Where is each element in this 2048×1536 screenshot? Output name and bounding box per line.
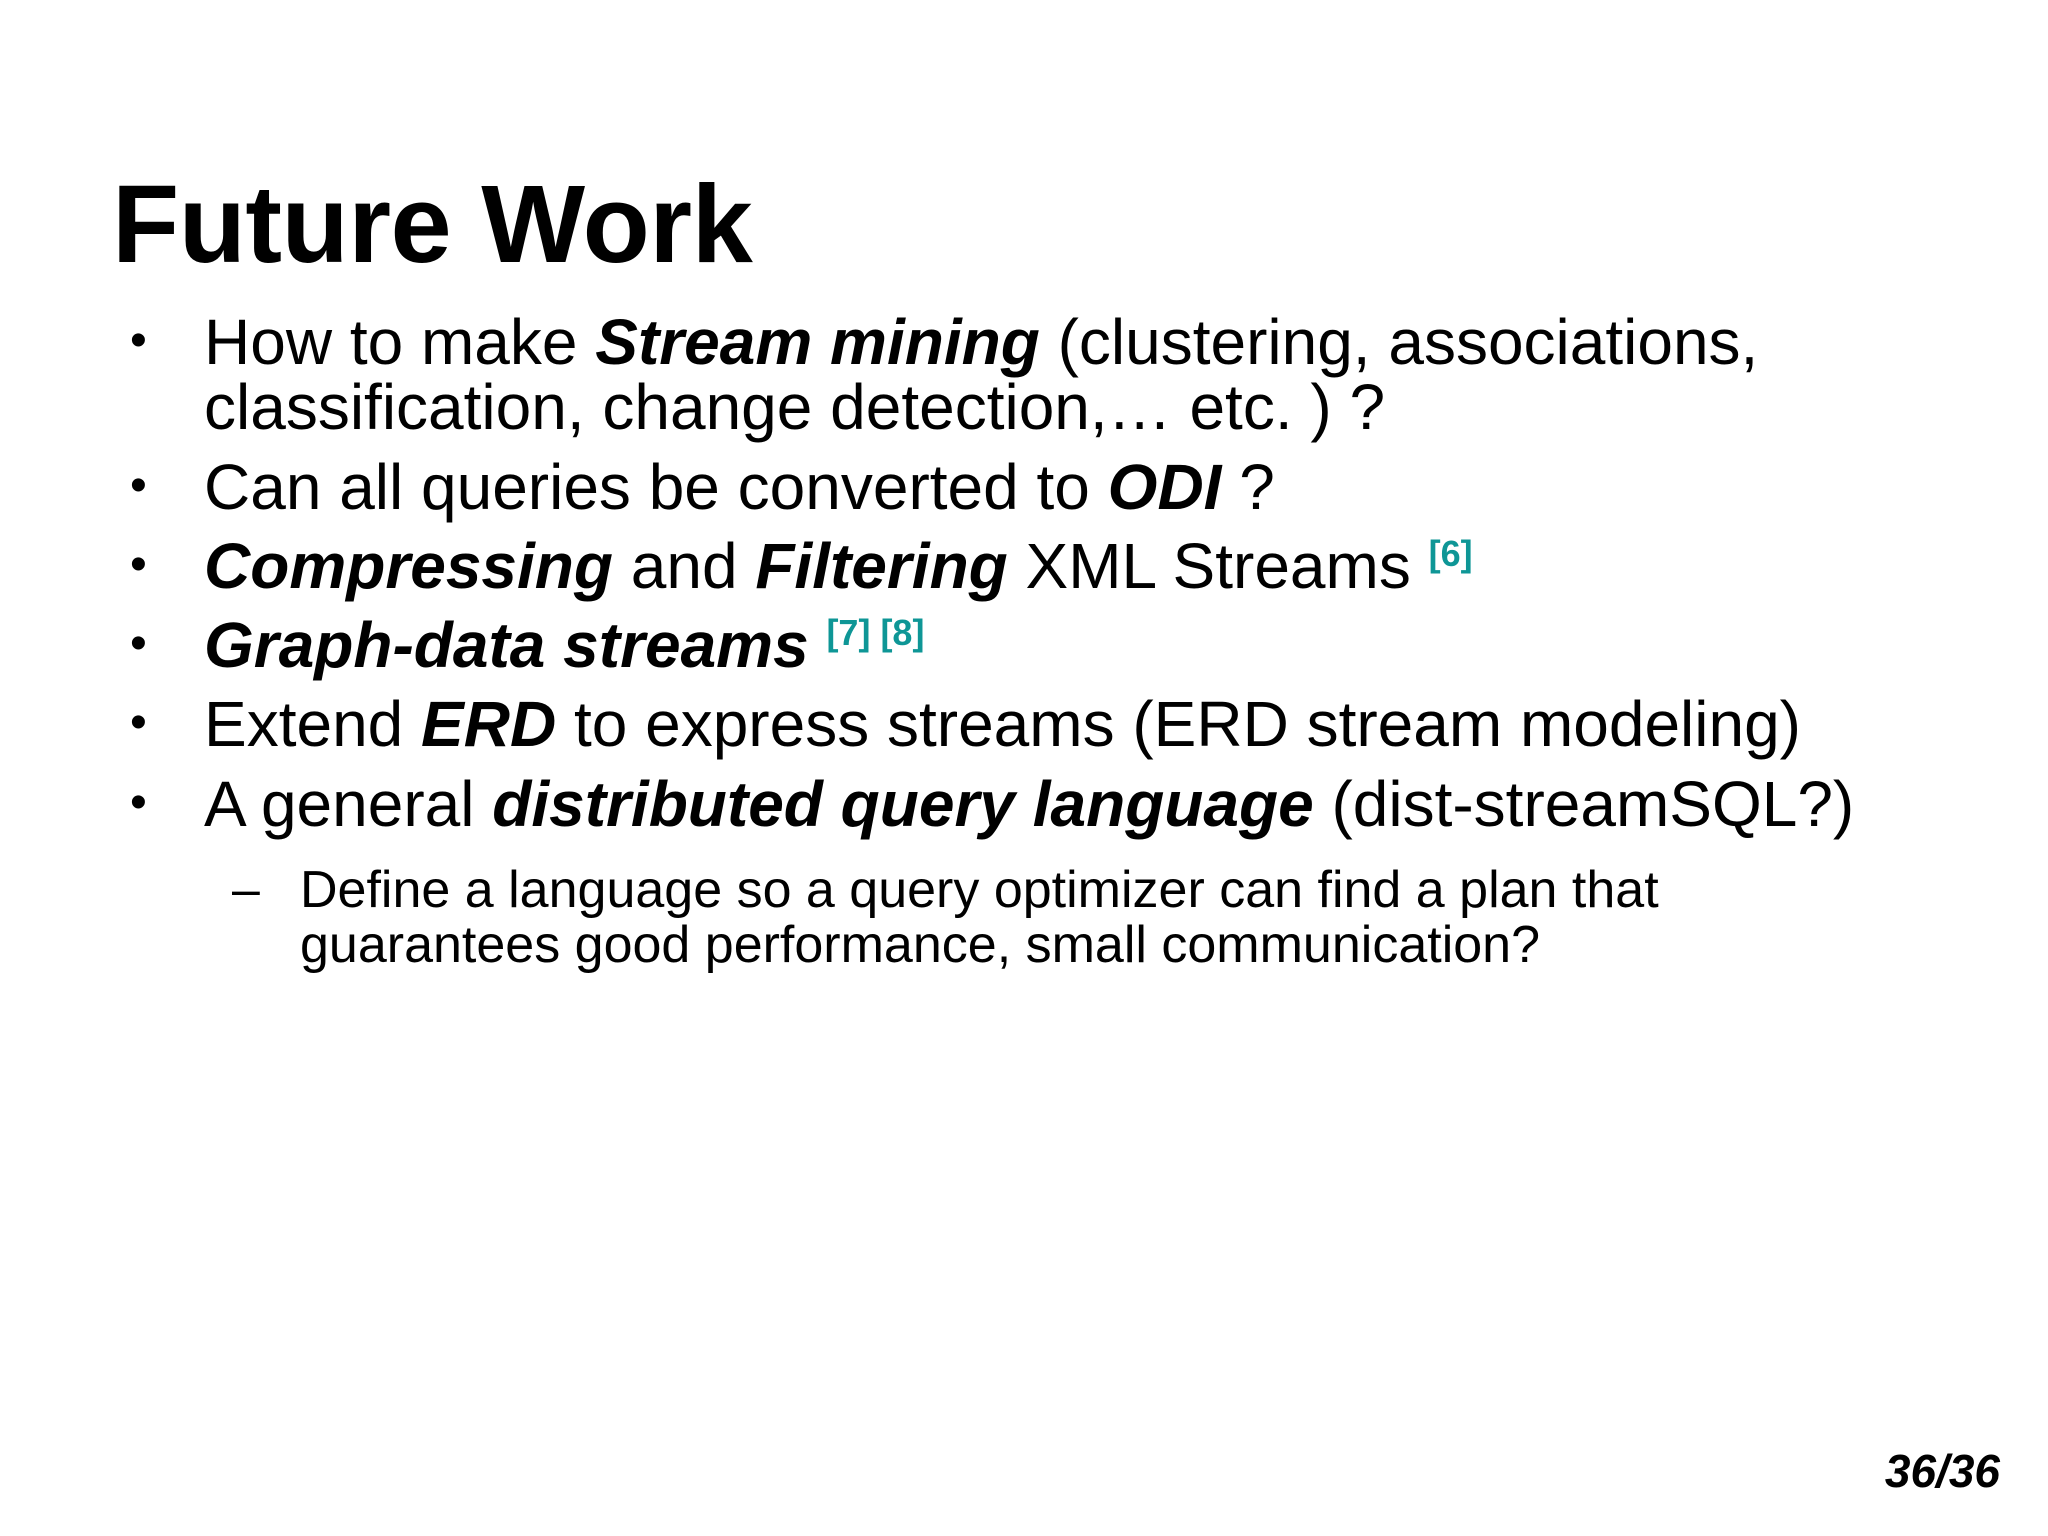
list-item: • A general distributed query language (… — [120, 771, 2000, 837]
emphasis-odi: ODI — [1107, 450, 1222, 523]
text-segment: (clustering, associations, classificatio… — [204, 306, 1759, 444]
text-segment: XML Streams — [1007, 529, 1429, 602]
text-segment — [809, 609, 827, 681]
page-number: 36/36 — [1884, 1445, 2000, 1497]
list-item: • Extend ERD to express streams (ERD str… — [120, 692, 2000, 757]
text-segment: (dist-streamSQL?) — [1313, 767, 1855, 840]
text-segment: ? — [1221, 450, 1275, 523]
list-item-text: Graph-data streams [7] [8] — [204, 612, 2000, 678]
bullet-dot-icon: • — [130, 537, 147, 591]
list-item-text: How to make Stream mining (clustering, a… — [204, 309, 2000, 441]
emphasis-compressing: Compressing — [204, 529, 613, 602]
bullet-dot-icon: • — [130, 314, 147, 367]
list-item: • How to make Stream mining (clustering,… — [120, 309, 2000, 441]
list-item: • Can all queries be converted to ODI ? — [120, 454, 2000, 520]
bullet-dot-icon: • — [130, 775, 147, 829]
emphasis-distributed-query-language: distributed query language — [492, 767, 1314, 840]
bullet-list: • How to make Stream mining (clustering,… — [120, 309, 2000, 974]
sub-list-item-text: Define a language so a query optimizer c… — [300, 860, 1659, 974]
bullet-dot-icon: • — [130, 696, 147, 750]
list-item-text: Compressing and Filtering XML Streams [6… — [204, 532, 2000, 599]
text-segment: and — [612, 529, 756, 602]
list-item-text: Extend ERD to express streams (ERD strea… — [204, 692, 2000, 757]
text-segment: Extend — [204, 688, 422, 761]
text-segment: A general — [204, 767, 493, 840]
list-item-text: A general distributed query language (di… — [204, 771, 2000, 837]
reference-marker-6: [6] — [1428, 532, 1473, 574]
text-segment: Can all queries be converted to — [204, 450, 1108, 523]
emphasis-filtering: Filtering — [755, 529, 1008, 602]
text-segment: How to make — [204, 306, 596, 378]
list-item: • Compressing and Filtering XML Streams … — [120, 532, 2000, 599]
bullet-dot-icon: • — [130, 458, 147, 512]
sub-list-item: – Define a language so a query optimizer… — [232, 860, 2000, 974]
list-item: • Graph-data streams [7] [8] — [120, 612, 2000, 678]
emphasis-stream-mining: Stream mining — [595, 306, 1040, 378]
text-segment: to express streams (ERD stream modeling) — [556, 688, 1801, 761]
emphasis-erd: ERD — [421, 688, 557, 761]
emphasis-graph-data-streams: Graph-data streams — [204, 609, 809, 682]
dash-marker-icon: – — [232, 860, 260, 917]
page-title: Future Work — [112, 162, 753, 286]
reference-marker-7-8: [7] [8] — [826, 612, 925, 654]
list-item-text: Can all queries be converted to ODI ? — [204, 454, 2000, 520]
bullet-dot-icon: • — [130, 617, 147, 671]
